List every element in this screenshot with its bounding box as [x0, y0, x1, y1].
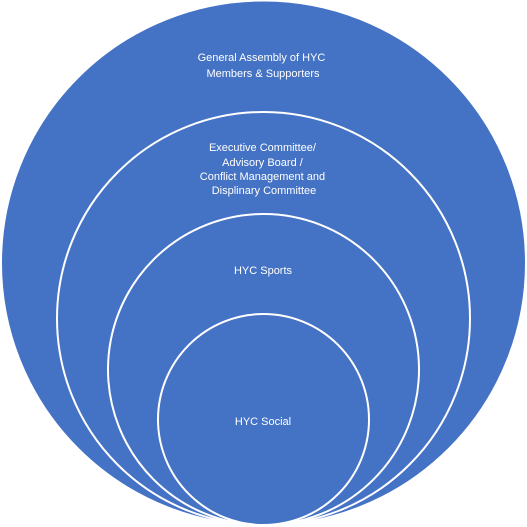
label-general-assembly-line-2: Members & Supporters: [206, 68, 320, 80]
label-hyc-sports: HYC Sports: [234, 265, 293, 277]
label-executive-committee: Executive Committee/ Advisory Board / Co…: [200, 142, 328, 197]
circle-hyc-social: [157, 313, 370, 526]
label-hyc-social-line-1: HYC Social: [235, 416, 291, 428]
label-executive-committee-line-1: Executive Committee/: [209, 142, 317, 154]
label-general-assembly: General Assembly of HYC Members & Suppor…: [198, 52, 329, 80]
label-executive-committee-line-4: Displinary Committee: [212, 185, 317, 197]
label-executive-committee-line-2: Advisory Board /: [222, 157, 304, 169]
layer-hyc-social: HYC Social: [157, 313, 370, 526]
label-general-assembly-line-1: General Assembly of HYC: [198, 52, 326, 64]
label-hyc-social: HYC Social: [235, 416, 291, 428]
label-executive-committee-line-3: Conflict Management and: [200, 171, 325, 183]
label-hyc-sports-line-1: HYC Sports: [234, 265, 293, 277]
